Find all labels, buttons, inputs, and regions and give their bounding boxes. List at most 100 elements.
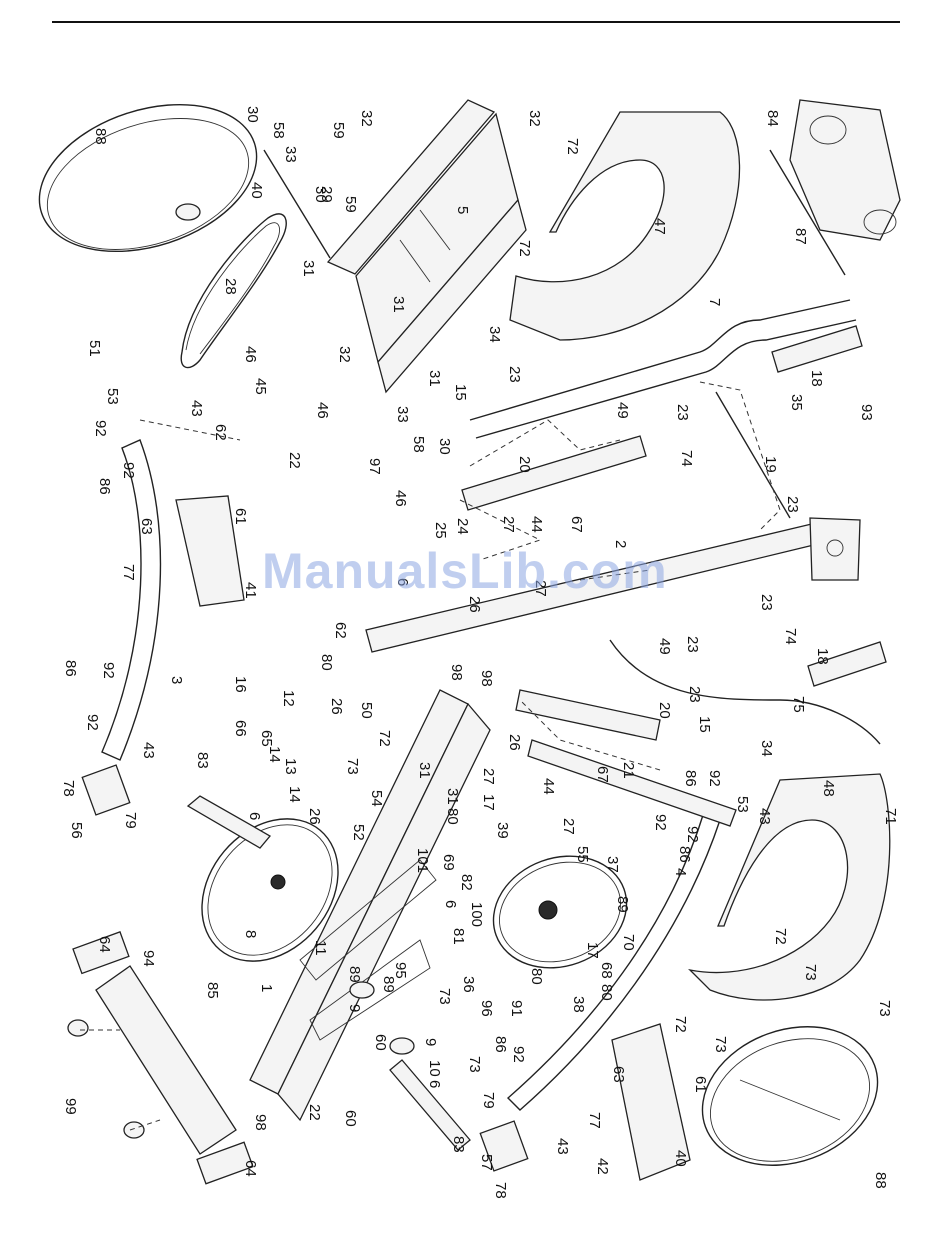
callout-label: 92 (92, 420, 109, 437)
callout-label: 17 (480, 794, 497, 811)
callout-label: 6 (246, 812, 263, 820)
callout-label: 5 (454, 206, 471, 214)
callout-label: 98 (448, 664, 465, 681)
callout-label: 17 (584, 942, 601, 959)
callout-label: 43 (188, 400, 205, 417)
callout-label: 18 (814, 648, 831, 665)
callout-label: 74 (678, 450, 695, 467)
callout-label: 43 (756, 808, 773, 825)
callout-label: 22 (286, 452, 303, 469)
flywheel-part (492, 855, 628, 969)
callout-label: 73 (436, 988, 453, 1005)
callout-label: 58 (270, 122, 287, 139)
callout-label: 75 (790, 696, 807, 713)
callout-label: 65 (258, 730, 275, 747)
callout-label: 12 (280, 690, 297, 707)
right-shroud-disc-part (701, 1026, 879, 1166)
callout-label: 95 (392, 962, 409, 979)
callout-label: 72 (672, 1016, 689, 1033)
callout-label: 59 (330, 122, 347, 139)
callout-label: 27 (500, 516, 517, 533)
cap-56-part (81, 764, 131, 816)
callout-label: 77 (120, 564, 137, 581)
callout-label: 89 (380, 976, 397, 993)
callout-label: 15 (452, 384, 469, 401)
assembly-guides (80, 381, 781, 1131)
callout-label: 13 (282, 758, 299, 775)
callout-label: 38 (570, 996, 587, 1013)
callout-label: 74 (782, 628, 799, 645)
callout-label: 23 (758, 594, 775, 611)
stabilizer-part (67, 965, 237, 1155)
callout-label: 53 (734, 796, 751, 813)
idler-arm-part (186, 795, 271, 849)
callout-label: 27 (532, 580, 549, 597)
right-lower-shroud-part (688, 773, 891, 1001)
callout-label: 6 (394, 578, 411, 586)
callout-label: 101 (414, 848, 431, 873)
callout-label: 53 (104, 388, 121, 405)
callout-label: 23 (686, 686, 703, 703)
callout-label: 50 (358, 702, 375, 719)
callout-label: 72 (376, 730, 393, 747)
callout-label: 73 (802, 964, 819, 981)
callout-label: 15 (696, 716, 713, 733)
callout-label: 10 (426, 1060, 443, 1077)
callout-label: 83 (450, 1136, 467, 1153)
callout-label: 70 (620, 934, 637, 951)
callout-label: 89 (614, 896, 631, 913)
callout-label: 31 (444, 788, 461, 805)
callout-label: 23 (674, 404, 691, 421)
callout-label: 94 (140, 950, 157, 967)
callout-label: 29 (318, 186, 335, 203)
callout-label: 26 (328, 698, 345, 715)
callout-label: 32 (336, 346, 353, 363)
left-pedal-arm-part (101, 439, 162, 761)
callout-label: 1 (258, 984, 275, 992)
callout-label: 35 (788, 394, 805, 411)
callout-label: 46 (392, 490, 409, 507)
callout-label: 46 (242, 346, 259, 363)
main-frame-part (249, 689, 491, 1122)
callout-label: 85 (204, 982, 221, 999)
bushing-part (349, 981, 375, 999)
axle-part (263, 149, 331, 259)
callout-label: 91 (508, 1000, 525, 1017)
callout-label: 31 (416, 762, 433, 779)
left-pedal-part (175, 495, 245, 607)
callout-label: 92 (652, 814, 669, 831)
callout-label: 16 (232, 676, 249, 693)
tube-20-lower-part (515, 689, 661, 741)
callout-label: 44 (528, 516, 545, 533)
callout-label: 22 (306, 1104, 323, 1121)
callout-label: 27 (560, 818, 577, 835)
callout-label: 89 (346, 966, 363, 983)
callout-label: 8 (242, 930, 259, 938)
top-crossbar-part (469, 299, 857, 439)
callout-label: 40 (672, 1150, 689, 1167)
drive-belt-part (180, 213, 287, 369)
callout-label: 54 (368, 790, 385, 807)
callout-label: 92 (100, 662, 117, 679)
right-pedal-part (611, 1023, 691, 1181)
callout-label: 31 (300, 260, 317, 277)
callout-label: 23 (684, 636, 701, 653)
callout-label: 99 (62, 1098, 79, 1115)
callout-label: 58 (410, 436, 427, 453)
callout-label: 52 (350, 824, 367, 841)
callout-label: 55 (574, 846, 591, 863)
callout-label: 4 (672, 868, 689, 876)
callout-label: 97 (366, 458, 383, 475)
callout-label: 30 (244, 106, 261, 123)
callout-label: 67 (568, 516, 585, 533)
callout-label: 61 (232, 508, 249, 525)
callout-label: 80 (528, 968, 545, 985)
callout-label: 86 (62, 660, 79, 677)
callout-label: 61 (692, 1076, 709, 1093)
callout-labels: 88 40 30 30 58 33 29 59 59 32 32 72 5 47… (60, 106, 899, 1199)
callout-label: 77 (586, 1112, 603, 1129)
callout-label: 62 (332, 622, 349, 639)
console-part (769, 99, 901, 276)
bushing-part (389, 1037, 415, 1055)
callout-label: 36 (460, 976, 477, 993)
